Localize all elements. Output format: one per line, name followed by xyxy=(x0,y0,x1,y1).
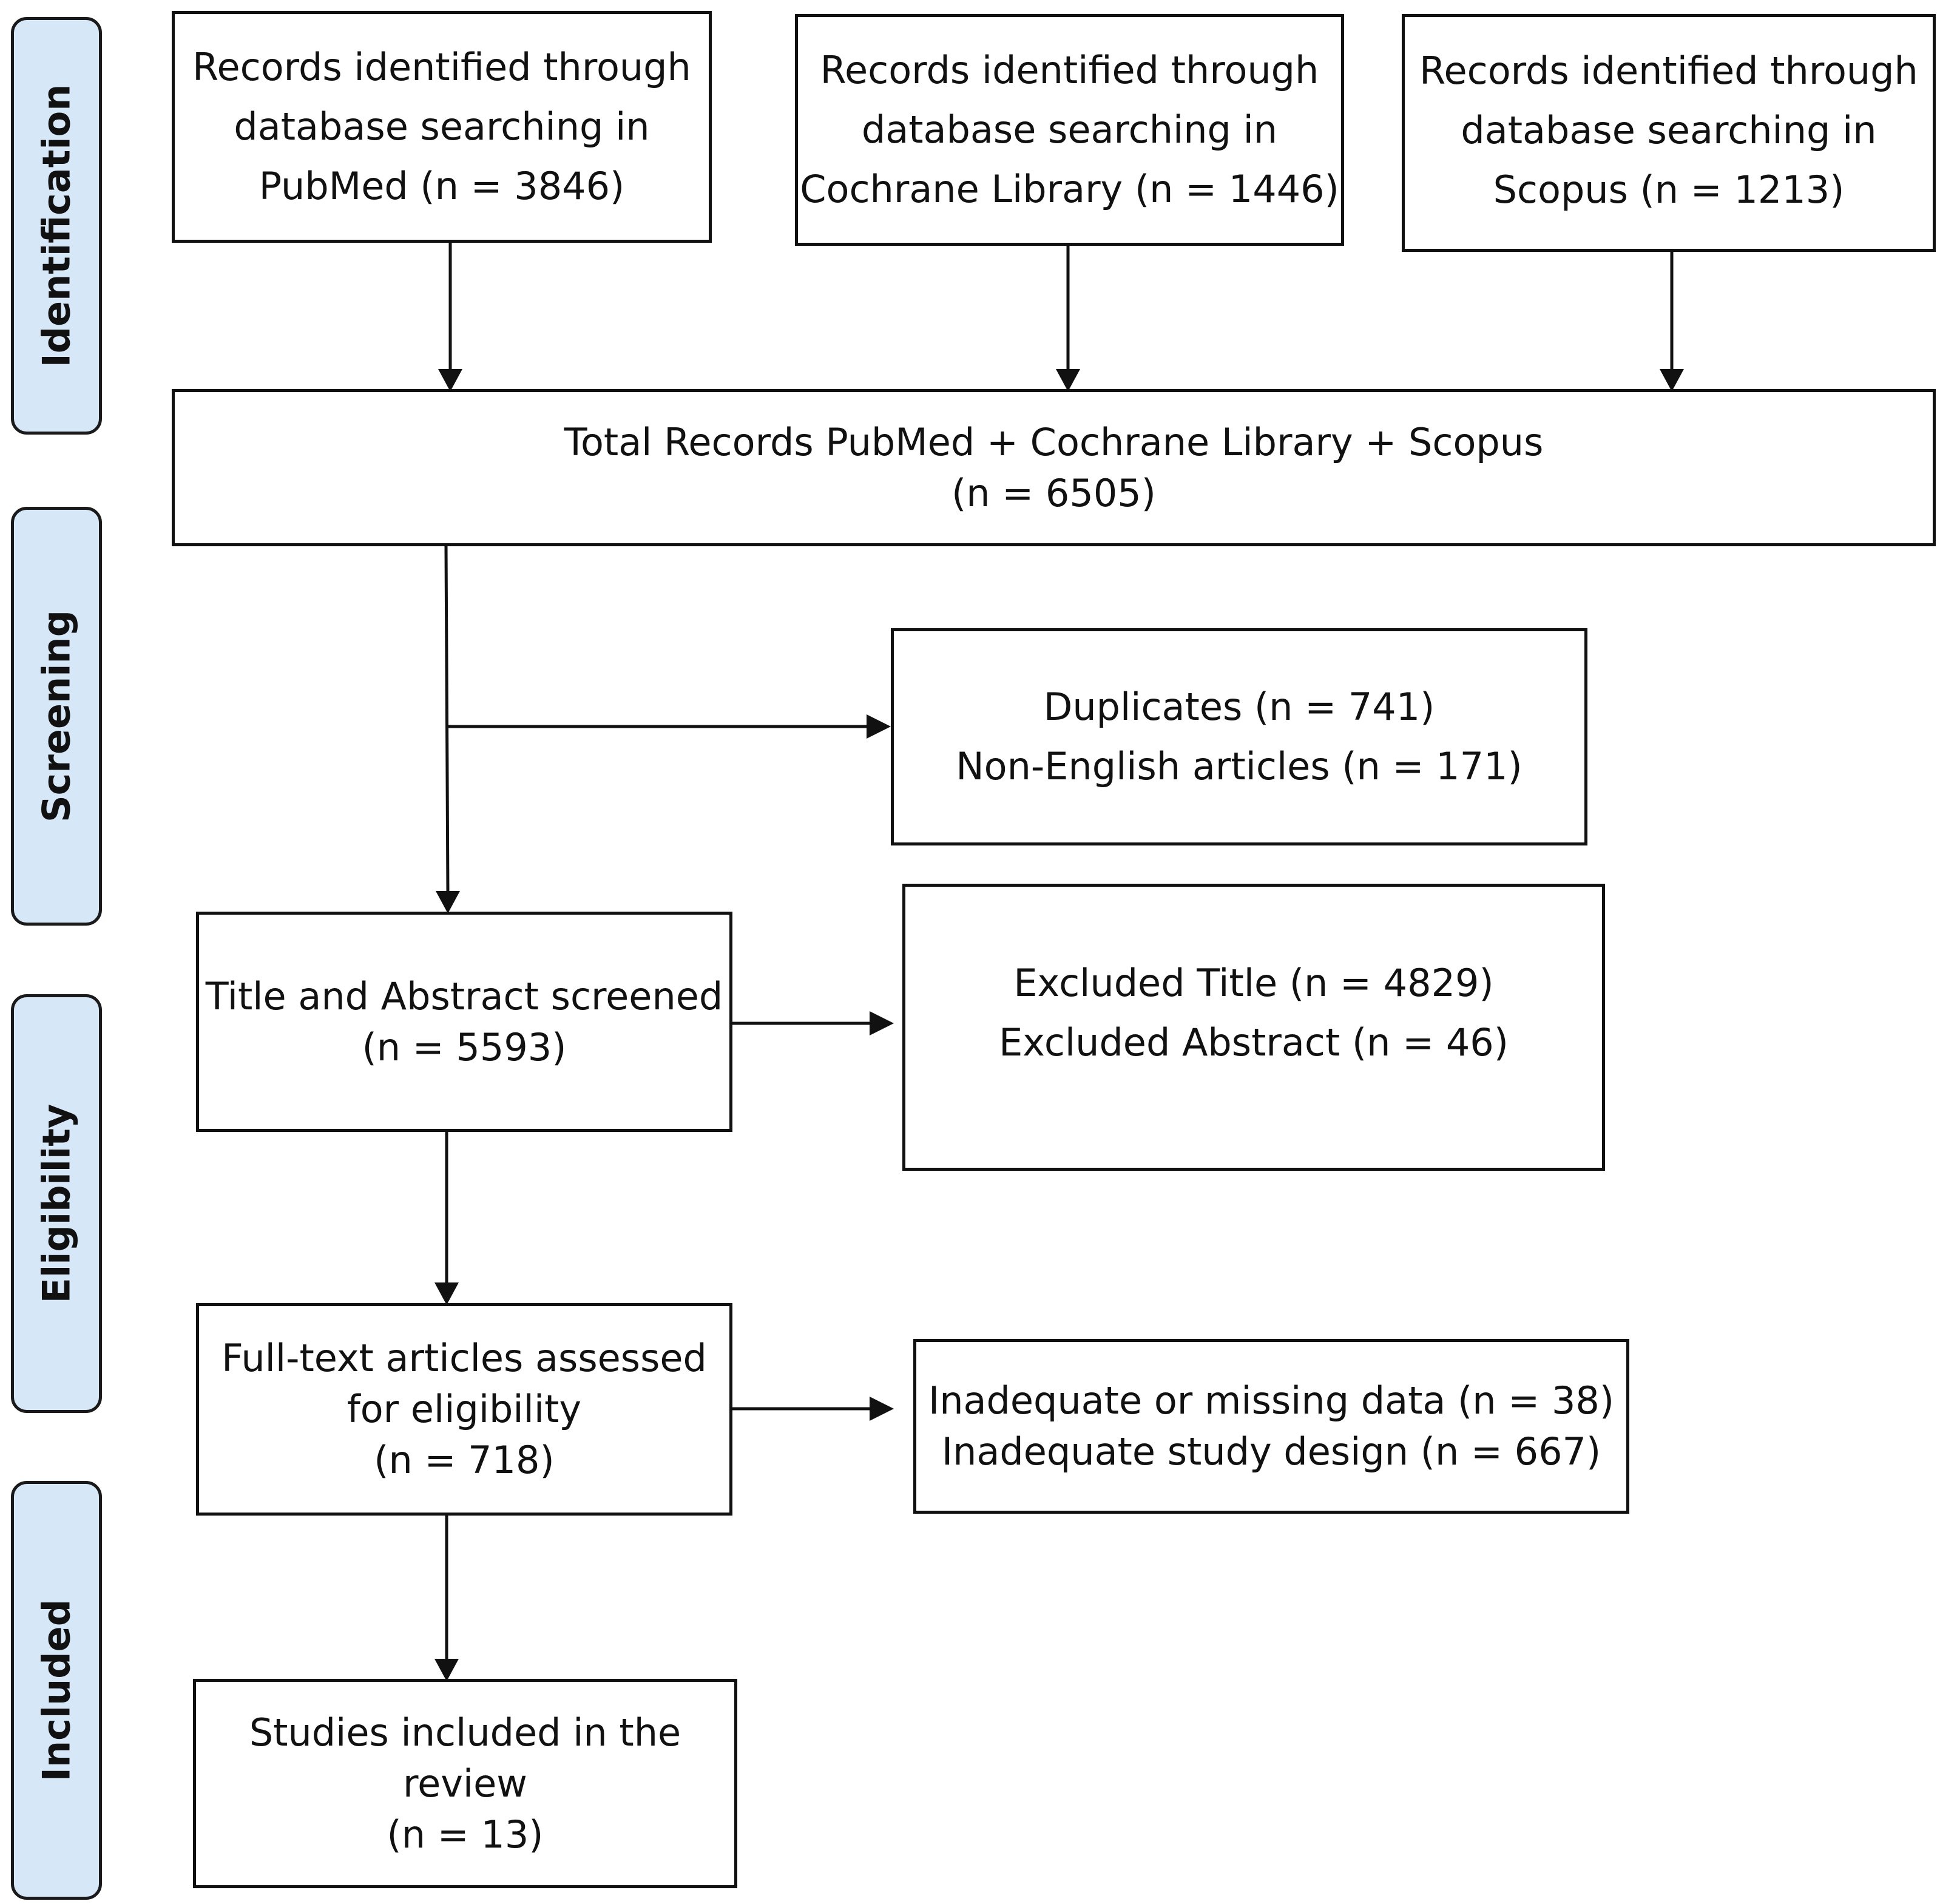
stage-screening: Screening xyxy=(11,507,102,926)
removed-line-2: Non-English articles (n = 171) xyxy=(956,744,1523,788)
cochrane-line-2: database searching in xyxy=(861,107,1278,152)
box-studies-included: Studies included in the review (n = 13) xyxy=(193,1679,737,1888)
excluded-line-2: Excluded Abstract (n = 46) xyxy=(999,1020,1509,1065)
total-line-1: Total Records PubMed + Cochrane Library … xyxy=(564,419,1544,464)
fulltext-line-2: for eligibility xyxy=(346,1387,582,1431)
stage-eligibility-label: Eligibility xyxy=(34,1103,79,1304)
box-total-records: Total Records PubMed + Cochrane Library … xyxy=(172,389,1936,546)
fulltext-line-1: Full-text articles assessed xyxy=(221,1336,707,1380)
included-line-3: (n = 13) xyxy=(387,1812,544,1857)
cochrane-line-3: Cochrane Library (n = 1446) xyxy=(800,167,1339,211)
stage-eligibility: Eligibility xyxy=(11,994,102,1413)
total-line-2: (n = 6505) xyxy=(951,470,1156,515)
stage-screening-label: Screening xyxy=(34,610,79,822)
fulltext-excluded-line-2: Inadequate study design (n = 667) xyxy=(941,1429,1601,1474)
box-records-removed: Duplicates (n = 741) Non-English article… xyxy=(891,628,1587,845)
fulltext-line-3: (n = 718) xyxy=(374,1438,555,1482)
stage-included-label: Included xyxy=(34,1599,79,1782)
removed-line-1: Duplicates (n = 741) xyxy=(1043,685,1435,729)
scopus-line-3: Scopus (n = 1213) xyxy=(1493,168,1845,212)
excluded-line-1: Excluded Title (n = 4829) xyxy=(1013,961,1494,1005)
pubmed-line-2: database searching in xyxy=(234,104,650,149)
arrow-total-to-screened xyxy=(444,546,450,893)
scopus-line-2: database searching in xyxy=(1461,108,1877,152)
pubmed-line-3: PubMed (n = 3846) xyxy=(259,164,625,208)
box-excluded-screening: Excluded Title (n = 4829) Excluded Abstr… xyxy=(902,884,1605,1171)
box-scopus-records: Records identified through database sear… xyxy=(1402,14,1936,252)
stage-identification: Identification xyxy=(11,17,102,435)
fulltext-excluded-line-1: Inadequate or missing data (n = 38) xyxy=(928,1378,1615,1423)
box-cochrane-records: Records identified through database sear… xyxy=(795,14,1344,246)
screened-line-2: (n = 5593) xyxy=(362,1025,567,1069)
cochrane-line-1: Records identified through xyxy=(820,48,1319,92)
included-line-2: review xyxy=(402,1761,528,1806)
box-fulltext-assessed: Full-text articles assessed for eligibil… xyxy=(196,1303,732,1516)
box-title-abstract-screened: Title and Abstract screened (n = 5593) xyxy=(196,912,732,1132)
stage-included: Included xyxy=(11,1481,102,1900)
stage-identification-label: Identification xyxy=(34,84,79,368)
box-pubmed-records: Records identified through database sear… xyxy=(172,11,712,243)
included-line-1: Studies included in the xyxy=(249,1710,681,1755)
pubmed-line-1: Records identified through xyxy=(192,45,691,89)
screened-line-1: Title and Abstract screened xyxy=(205,974,723,1018)
scopus-line-1: Records identified through xyxy=(1419,49,1918,93)
box-fulltext-excluded: Inadequate or missing data (n = 38) Inad… xyxy=(913,1339,1629,1514)
